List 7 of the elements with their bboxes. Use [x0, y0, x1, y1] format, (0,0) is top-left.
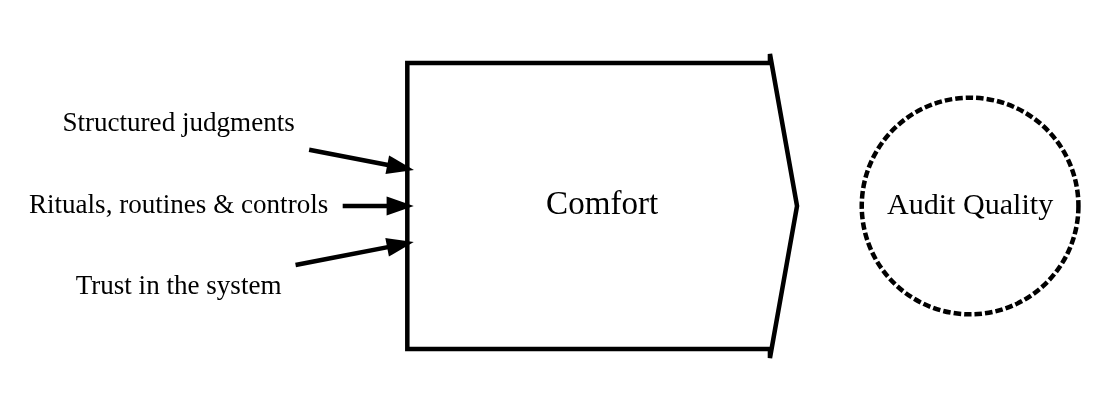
node-text: Trust in the system	[75, 269, 282, 300]
node-text: Rituals, routines & controls	[28, 188, 329, 219]
arrow	[308, 146, 414, 174]
node-text: Structured judgments	[62, 106, 295, 137]
arrow	[295, 237, 414, 267]
node-circle: Audit Quality	[859, 94, 1081, 317]
arrow	[342, 196, 414, 215]
